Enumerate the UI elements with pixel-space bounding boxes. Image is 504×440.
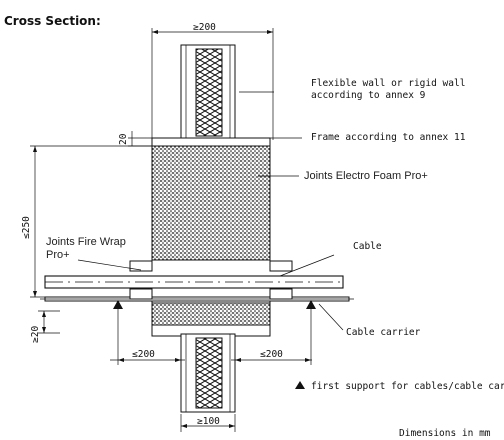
dimensions-note: Dimensions in mm: [399, 428, 491, 439]
joints-foam-label: Joints Electro Foam Pro+: [304, 170, 428, 182]
triangle-up-icon: [295, 381, 305, 389]
lower-wall: [180, 333, 236, 413]
triangle-up-icon: [113, 300, 123, 309]
top-width-dimension: ≥200: [151, 22, 274, 140]
bottom-width-label: ≥100: [197, 416, 220, 427]
top-width-label: ≥200: [193, 22, 216, 33]
support-note: first support for cables/cable carriers: [311, 381, 504, 392]
triangle-up-icon: [306, 300, 316, 309]
frame-thickness-dimension: 20: [118, 131, 152, 147]
cable-carrier-label: Cable carrier: [346, 327, 421, 338]
left-support-label: ≤200: [132, 349, 155, 360]
right-support-label: ≤200: [260, 349, 283, 360]
joints-wrap-label-line2: Pro+: [46, 249, 70, 261]
wall-label-line2: according to annex 9: [311, 90, 426, 101]
foam-body: [151, 145, 271, 261]
frame-label: Frame according to annex 11: [311, 132, 466, 143]
leaders: [77, 91, 344, 331]
upper-wall: [180, 44, 236, 140]
joints-wrap-label-line1: Joints Fire Wrap: [46, 236, 126, 248]
support-dimensions: ≤200 ≤200: [110, 309, 312, 365]
cable-label: Cable: [353, 241, 382, 252]
height-dimension-label: ≤250: [21, 216, 32, 239]
wall-label-line1: Flexible wall or rigid wall: [311, 78, 465, 89]
frame-thickness-label: 20: [118, 133, 129, 145]
fire-wrap-joints: [129, 260, 293, 300]
bottom-clearance-label: ≥20: [30, 326, 41, 343]
bottom-width-dimension: ≥100: [180, 414, 236, 432]
page-title: Cross Section:: [4, 14, 101, 28]
cable-assembly: [40, 275, 354, 302]
support-markers: [113, 300, 316, 309]
